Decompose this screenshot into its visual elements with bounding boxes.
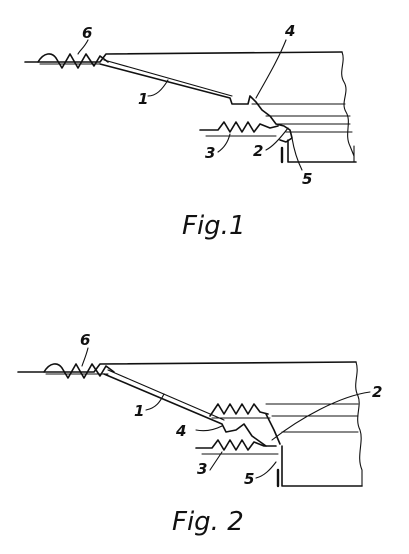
fig2-lower-seal-3: [195, 439, 277, 451]
fig1-housing-5: [287, 139, 357, 163]
fig1-corrugated-seal-6: [37, 53, 109, 69]
fig2-label-1: 1: [134, 402, 144, 420]
fig1-lip-2: [269, 115, 293, 143]
fig2-seal-2-arm: [265, 413, 281, 445]
fig2-corrugated-seal-6: [43, 363, 115, 379]
fig2-break-line: [355, 361, 363, 487]
figure-1: 6 1 4 3 2 5 Fig.1: [24, 22, 357, 241]
fig2-label-2: 2: [372, 383, 382, 401]
fig2-label-4: 4: [175, 422, 186, 440]
fig2-label-3: 3: [197, 460, 207, 478]
fig1-leader-2: [265, 127, 289, 151]
fig1-sloping-wall-1: [99, 63, 271, 117]
fig1-break-line: [341, 51, 355, 157]
fig2-leader-6: [81, 347, 89, 367]
fig1-leader-6: [77, 39, 89, 55]
fig2-top-plate: [17, 361, 357, 373]
fig1-label-2: 2: [253, 142, 263, 160]
figure-2: 6 1 2 4 3 5 Fig. 2: [17, 331, 382, 537]
fig1-sloping-wall-1-inner: [103, 59, 233, 97]
fig1-label-6: 6: [82, 24, 92, 42]
fig1-label-1: 1: [138, 90, 148, 108]
fig2-label-5: 5: [244, 470, 254, 488]
fig2-upper-seal-2: [209, 403, 269, 417]
fig1-caption: Fig.1: [182, 211, 246, 241]
fig2-sloping-wall-1-inner: [107, 369, 225, 421]
fig2-housing-5: [281, 445, 363, 487]
fig1-label-3: 3: [205, 144, 215, 162]
fig1-label-5: 5: [302, 170, 312, 188]
fig2-label-6: 6: [80, 331, 90, 349]
fig2-leader-3: [209, 451, 223, 471]
fig1-leader-5: [291, 137, 303, 171]
fig2-sloping-wall-1: [103, 373, 267, 447]
fig1-leader-4: [255, 39, 287, 99]
fig1-leader-3: [217, 133, 231, 153]
fig2-leader-1: [145, 393, 165, 411]
fig2-leader-4: [195, 425, 223, 432]
fig1-leader-1: [147, 79, 169, 97]
fig2-leader-2: [271, 391, 371, 441]
fig2-leader-5: [255, 461, 277, 479]
fig2-caption: Fig. 2: [172, 507, 244, 537]
fig1-lower-seal-3: [199, 121, 279, 133]
fig1-label-4: 4: [284, 22, 295, 40]
